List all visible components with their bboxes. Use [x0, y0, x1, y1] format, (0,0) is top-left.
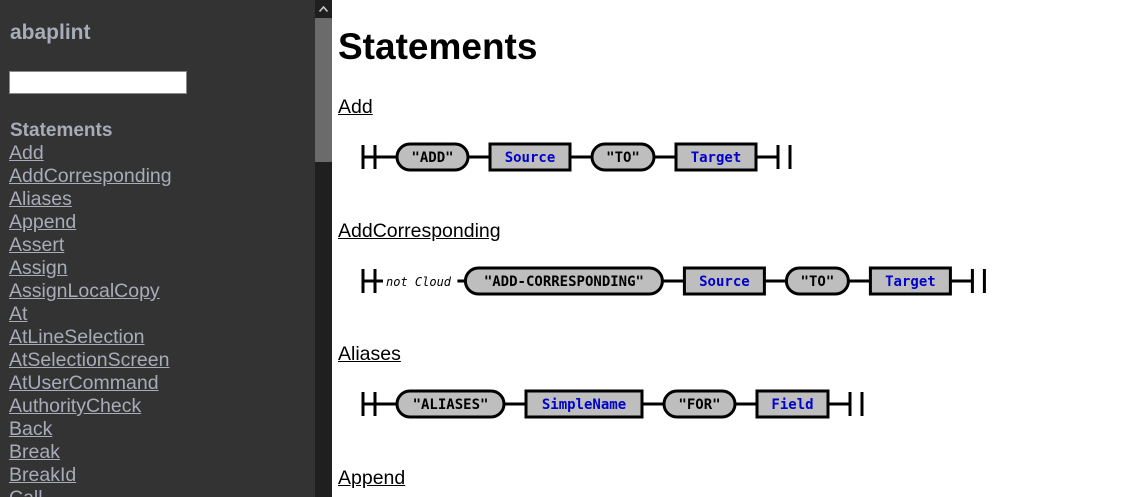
- sidebar-item: AtLineSelection: [9, 326, 172, 349]
- nonterminal-label-target[interactable]: Target: [885, 274, 936, 290]
- sidebar-item: AtUserCommand: [9, 372, 172, 395]
- nonterminal-label-source[interactable]: Source: [505, 150, 556, 166]
- nonterminal-node-source[interactable]: [488, 142, 572, 172]
- terminal-label-for: "FOR": [678, 397, 720, 413]
- sidebar-item-back[interactable]: Back: [9, 418, 53, 440]
- page-title: Statements: [338, 26, 538, 67]
- sidebar-item: Assign: [9, 257, 172, 280]
- sidebar-item: BreakId: [9, 464, 172, 487]
- sidebar-item-add[interactable]: Add: [9, 142, 44, 164]
- sidebar-item: AssignLocalCopy: [9, 280, 172, 303]
- scrollbar-thumb[interactable]: [315, 18, 332, 162]
- sidebar-item-call[interactable]: Call: [9, 487, 43, 497]
- search-input[interactable]: [9, 71, 187, 94]
- sidebar-item: Assert: [9, 234, 172, 257]
- railroad-svg: "ADD" Source "TO" Target: [361, 142, 792, 172]
- terminal-label-aliases: "ALIASES": [413, 397, 489, 413]
- sidebar-item: Back: [9, 418, 172, 441]
- sidebar-item-authoritycheck[interactable]: AuthorityCheck: [9, 395, 142, 417]
- nonterminal-label-simplename[interactable]: SimpleName: [542, 397, 626, 413]
- sidebar-item-append[interactable]: Append: [9, 211, 77, 233]
- railroad-diagram-addcorresponding: not Cloud "ADD-CORRESPONDING" Source "TO" Ta…: [358, 261, 989, 306]
- sidebar-item: At: [9, 303, 172, 326]
- terminal-label-to: "TO": [801, 274, 835, 290]
- statement-link-addcorresponding[interactable]: AddCorresponding: [338, 220, 501, 242]
- statement-link-add[interactable]: Add: [338, 96, 373, 118]
- sidebar-item: AtSelectionScreen: [9, 349, 172, 372]
- nonterminal-label-source[interactable]: Source: [699, 274, 750, 290]
- nonterminal-label-target[interactable]: Target: [691, 150, 742, 166]
- terminal-label-add: "ADD": [411, 150, 453, 166]
- chevron-up-icon: [319, 5, 328, 12]
- sidebar-item-addcorresponding[interactable]: AddCorresponding: [9, 165, 172, 187]
- scroll-up-button[interactable]: [315, 0, 332, 17]
- sidebar-item-aliases[interactable]: Aliases: [9, 188, 72, 210]
- main-content: Statements Add "ADD" Source "TO" Target Add…: [338, 0, 1141, 497]
- brand-title[interactable]: abaplint: [10, 21, 91, 44]
- sidebar-item: Append: [9, 211, 172, 234]
- sidebar-item-breakid[interactable]: BreakId: [9, 464, 77, 486]
- sidebar-item-assert[interactable]: Assert: [9, 234, 65, 256]
- sidebar-item-atselectionscreen[interactable]: AtSelectionScreen: [9, 349, 170, 371]
- railroad-diagram-add: "ADD" Source "TO" Target: [358, 137, 794, 182]
- statement-link-aliases[interactable]: Aliases: [338, 343, 401, 365]
- sidebar-item-assign[interactable]: Assign: [9, 257, 68, 279]
- sidebar-item-atusercommand[interactable]: AtUserCommand: [9, 372, 159, 394]
- terminal-label-add-corresponding: "ADD-CORRESPONDING": [484, 274, 644, 290]
- nonterminal-node-simplename[interactable]: [524, 389, 644, 419]
- sidebar-scrollbar[interactable]: [315, 0, 332, 497]
- railroad-svg: not Cloud "ADD-CORRESPONDING" Source "TO" Ta…: [361, 266, 986, 296]
- statement-link-append[interactable]: Append: [338, 467, 406, 489]
- sidebar-item: Add: [9, 142, 172, 165]
- comment-label-not-cloud: not Cloud: [386, 275, 452, 289]
- sidebar-item-at[interactable]: At: [9, 303, 28, 325]
- sidebar-item-break[interactable]: Break: [9, 441, 60, 463]
- sidebar-list: Add AddCorresponding Aliases Append Asse…: [9, 142, 172, 497]
- sidebar: abaplint Statements Add AddCorresponding…: [0, 0, 315, 497]
- railroad-svg: "ALIASES" SimpleName "FOR" Field: [361, 389, 864, 419]
- railroad-diagram-aliases: "ALIASES" SimpleName "FOR" Field: [358, 384, 866, 429]
- sidebar-item-assignlocalcopy[interactable]: AssignLocalCopy: [9, 280, 160, 302]
- sidebar-item: AddCorresponding: [9, 165, 172, 188]
- sidebar-section-title: Statements: [10, 120, 113, 141]
- terminal-label-to: "TO": [606, 150, 640, 166]
- nonterminal-label-field[interactable]: Field: [771, 397, 813, 413]
- sidebar-item: Aliases: [9, 188, 172, 211]
- sidebar-item-atlineselection[interactable]: AtLineSelection: [9, 326, 145, 348]
- sidebar-item: AuthorityCheck: [9, 395, 172, 418]
- sidebar-item: Break: [9, 441, 172, 464]
- sidebar-item: Call: [9, 487, 172, 497]
